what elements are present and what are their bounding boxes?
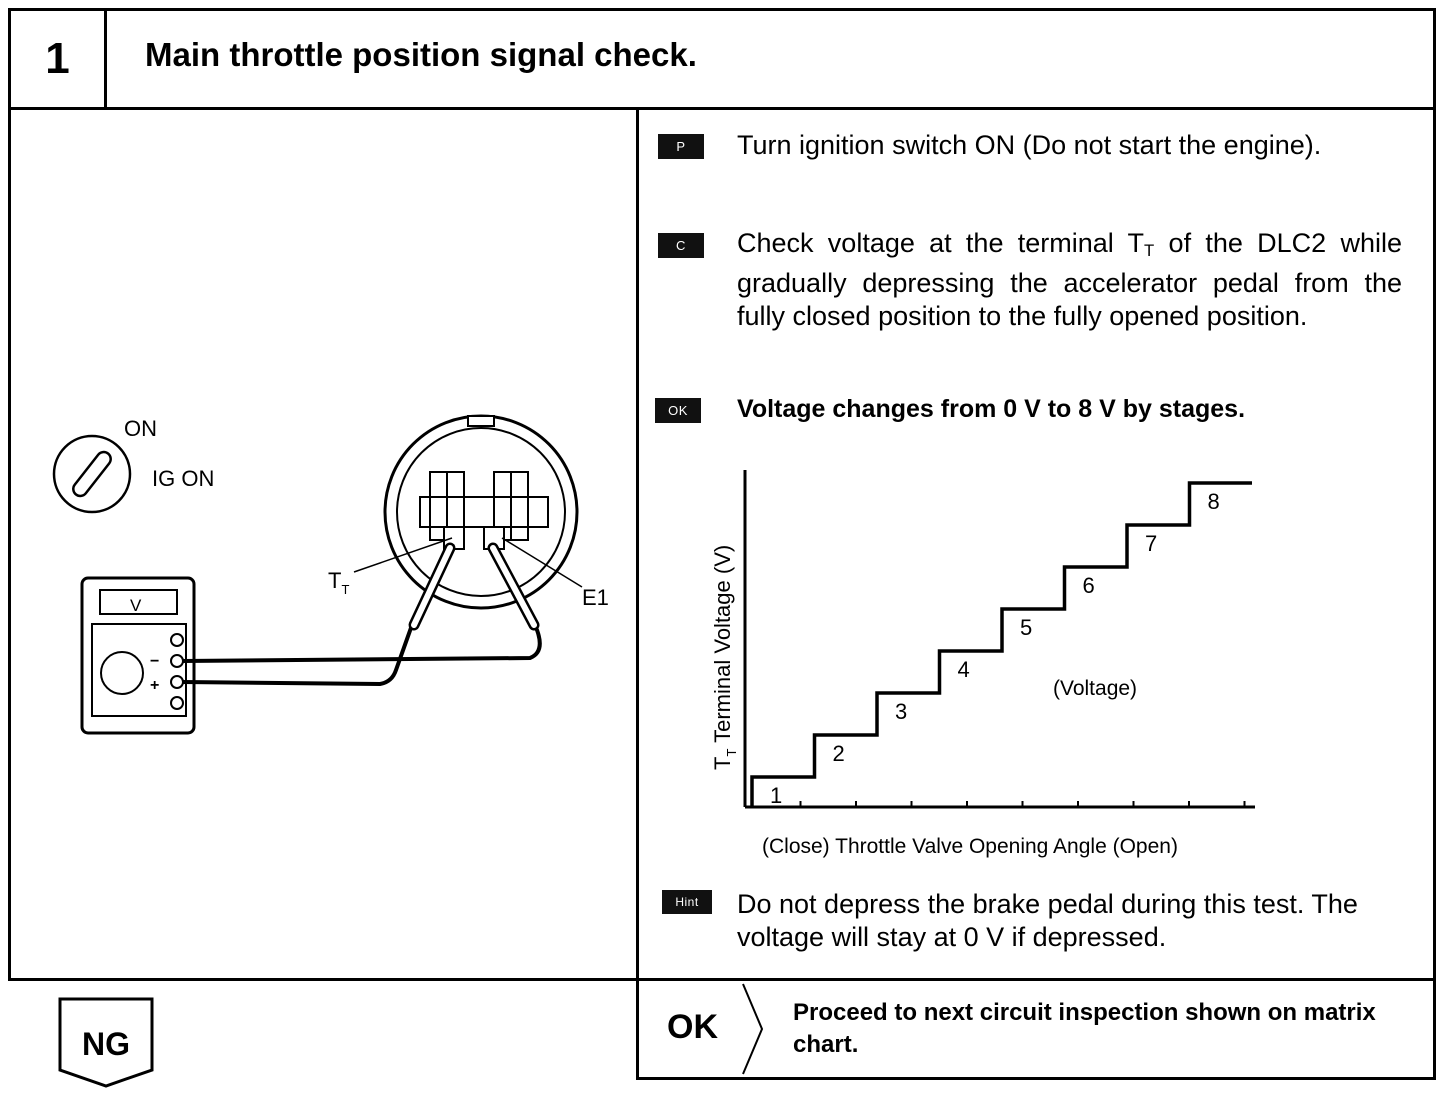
check-badge: C: [658, 233, 704, 258]
frame-bottom: [8, 978, 1436, 981]
ok-box-bottom: [636, 1077, 1436, 1080]
chart-stage-label: 8: [1208, 489, 1220, 514]
chart-plot-area: 1 2 3 4 5 6 7 8: [750, 481, 1252, 808]
e1-terminal-label: E1: [582, 585, 609, 610]
hint-badge: Hint: [662, 890, 712, 914]
frame-top: [8, 8, 1436, 11]
column-divider: [636, 109, 639, 1079]
step-number: 1: [45, 34, 70, 83]
chart-stage-label: 1: [770, 783, 782, 808]
prepare-step-text: Turn ignition switch ON (Do not start th…: [737, 130, 1322, 160]
stage-voltage-chart: 1 2 3 4 5 6 7 8 TT Terminal Voltage (V) (Voltag…: [710, 470, 1255, 858]
ok-badge: OK: [655, 398, 701, 423]
ok-next-action-text: Proceed to next circuit inspection shown…: [793, 999, 1376, 1058]
ng-tag: NG: [58, 997, 154, 1088]
voltmeter-icon: [80, 576, 196, 735]
chart-stage-label: 3: [895, 699, 907, 724]
check-step-text: Check voltage at the terminal TT of the …: [737, 228, 1402, 332]
dlc2-connector-icon: [383, 414, 579, 610]
ng-label: NG: [82, 1026, 130, 1062]
negative-lead-wire: [182, 599, 542, 663]
hint-text: Do not depress the brake pedal during th…: [737, 889, 1358, 952]
chart-voltage-annotation: (Voltage): [1053, 677, 1137, 700]
chart-stage-label: 7: [1145, 531, 1157, 556]
meter-display-label: V: [130, 596, 142, 615]
chart-y-axis-label: TT Terminal Voltage (V): [710, 545, 739, 770]
chart-voltage-line: [750, 481, 1252, 807]
chart-stage-label: 4: [958, 657, 970, 682]
meter-plus-label: +: [150, 677, 159, 694]
ok-box-right: [1433, 978, 1436, 1079]
tt-terminal-label: TT: [328, 568, 349, 597]
positive-lead-wire: [182, 624, 414, 687]
ignition-on-label: ON: [124, 416, 157, 441]
e1-probe-icon: [487, 542, 540, 631]
step-number-divider: [104, 8, 107, 109]
chart-stage-label: 6: [1083, 573, 1095, 598]
meter-minus-label: −: [150, 653, 159, 670]
ignition-switch-icon: [52, 434, 132, 514]
frame-right: [1433, 8, 1436, 980]
frame-left: [8, 8, 11, 980]
tt-probe-icon: [408, 542, 456, 631]
tt-leader-line: [353, 537, 453, 573]
chart-stage-label: 2: [833, 741, 845, 766]
header-divider: [8, 107, 1436, 110]
page-title: Main throttle position signal check.: [145, 36, 697, 73]
e1-leader-line: [501, 537, 583, 588]
ignition-ig-on-label: IG ON: [152, 466, 214, 491]
chart-x-axis-label: (Close) Throttle Valve Opening Angle (Op…: [762, 835, 1178, 858]
ok-result-label: OK: [667, 1008, 718, 1046]
ok-arrow-separator: [742, 983, 764, 1075]
chart-stage-label: 5: [1020, 615, 1032, 640]
ok-condition-text: Voltage changes from 0 V to 8 V by stage…: [737, 395, 1246, 423]
prepare-badge: P: [658, 134, 704, 159]
wiring-diagram: ON IG ON V − + TT E1: [52, 414, 609, 735]
